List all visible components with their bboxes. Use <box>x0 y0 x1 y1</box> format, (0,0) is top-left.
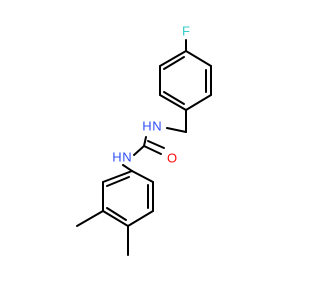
nitrogen-label: N <box>152 119 161 134</box>
bond <box>76 210 104 227</box>
structure-diagram: F N H O N H <box>0 0 300 300</box>
bond <box>127 210 154 227</box>
bond <box>166 127 187 133</box>
bond <box>102 170 133 183</box>
bond <box>131 170 154 183</box>
nitrogen-label: N <box>122 150 131 165</box>
bond <box>143 136 147 147</box>
bond <box>163 56 185 70</box>
bond <box>185 50 212 67</box>
fluorine-label: F <box>182 24 190 39</box>
bond <box>185 94 212 111</box>
bond <box>122 164 133 172</box>
bond <box>133 145 145 156</box>
hydrogen-label: H <box>112 150 121 165</box>
bond <box>159 50 187 67</box>
bonds <box>76 39 212 256</box>
bond <box>159 94 187 111</box>
atom-labels: F N H O N H <box>112 24 190 166</box>
bond <box>102 210 129 227</box>
bond <box>106 176 130 187</box>
bond <box>143 145 162 155</box>
bond <box>147 140 165 149</box>
hydrogen-label: H <box>142 119 151 134</box>
background <box>0 0 300 300</box>
bond <box>163 91 185 105</box>
oxygen-label: O <box>167 151 177 166</box>
bond <box>106 207 127 221</box>
